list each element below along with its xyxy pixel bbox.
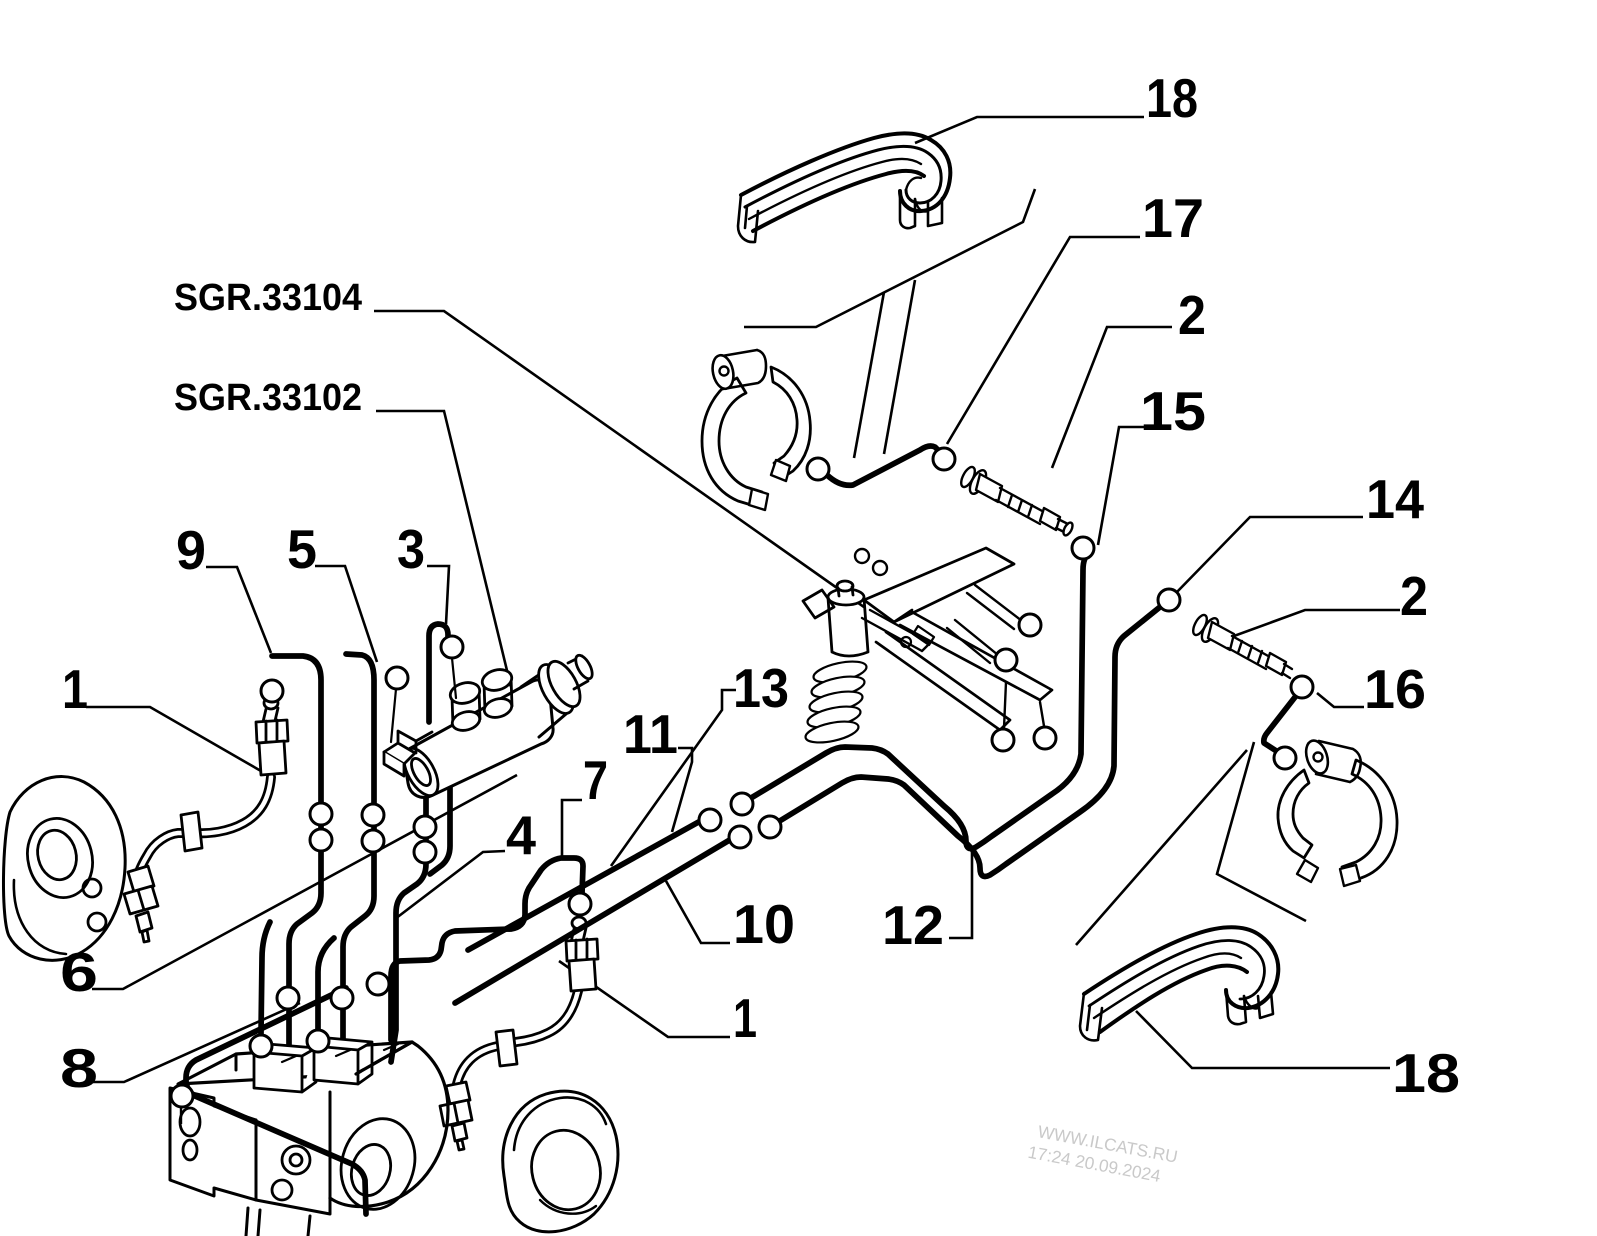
svg-text:2: 2 [1178,284,1206,346]
svg-text:12: 12 [882,894,944,956]
svg-text:1: 1 [733,987,757,1049]
svg-text:4: 4 [506,804,536,866]
svg-text:16: 16 [1364,658,1426,720]
svg-text:17: 17 [1142,187,1204,249]
svg-text:7: 7 [583,749,608,811]
svg-text:SGR.33104: SGR.33104 [174,277,362,319]
svg-text:14: 14 [1366,468,1424,530]
svg-text:5: 5 [287,518,317,580]
svg-text:8: 8 [60,1037,98,1099]
svg-text:11: 11 [623,703,678,765]
svg-text:13: 13 [733,657,789,719]
svg-text:1: 1 [62,658,88,720]
svg-text:18: 18 [1392,1042,1460,1104]
svg-text:9: 9 [176,519,206,581]
svg-text:3: 3 [397,518,425,580]
svg-text:18: 18 [1146,67,1198,129]
svg-text:6: 6 [60,941,98,1003]
svg-text:SGR.33102: SGR.33102 [174,377,362,419]
svg-text:10: 10 [733,893,795,955]
svg-text:15: 15 [1140,380,1206,442]
svg-text:2: 2 [1400,565,1428,627]
